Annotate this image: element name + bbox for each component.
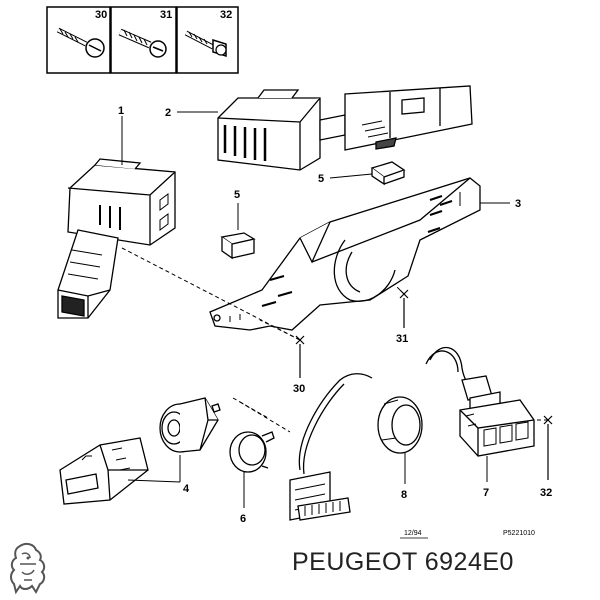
part-2-switch-assembly <box>217 85 473 171</box>
callout-5-upper: 5 <box>318 173 324 185</box>
callout-2: 2 <box>165 107 171 119</box>
callout-32: 32 <box>540 487 552 499</box>
part-3-bracket <box>209 177 481 331</box>
callout-30-top: 30 <box>95 9 107 21</box>
peugeot-lion-icon <box>10 542 46 595</box>
callout-31: 31 <box>396 333 408 345</box>
part-8-clock-spring <box>289 346 479 521</box>
part-number-label: PEUGEOT 6924E0 <box>292 548 514 576</box>
date-code: 12/94 <box>404 530 422 537</box>
callout-1: 1 <box>118 105 124 117</box>
callout-30: 30 <box>293 383 305 395</box>
marker-30 <box>295 335 305 378</box>
callout-3: 3 <box>515 198 521 210</box>
part-4-lock-cylinder <box>59 397 221 505</box>
callout-32-top: 32 <box>220 9 232 21</box>
marker-31 <box>399 289 409 328</box>
callout-5-lower: 5 <box>234 189 240 201</box>
screw-30-icon <box>56 27 105 58</box>
screw-32-icon <box>184 30 227 58</box>
part-7-connector <box>459 375 535 457</box>
part-5-clip-lower <box>220 232 256 260</box>
screw-box-30: 30 <box>46 6 111 74</box>
marker-32 <box>543 415 553 480</box>
callout-6: 6 <box>240 513 246 525</box>
callout-31-top: 31 <box>160 9 172 21</box>
part-5-clip-upper <box>370 161 406 186</box>
screw-box-32: 32 <box>176 6 239 74</box>
callout-8: 8 <box>401 489 407 501</box>
drawing-reference: P5221010 <box>503 530 535 537</box>
screw-31-icon <box>118 28 167 58</box>
part-6-ring <box>229 431 275 473</box>
callout-4: 4 <box>183 483 190 495</box>
callout-7: 7 <box>483 487 489 499</box>
part-1-stalk-switch <box>57 158 176 319</box>
screw-box-31: 31 <box>110 6 177 74</box>
